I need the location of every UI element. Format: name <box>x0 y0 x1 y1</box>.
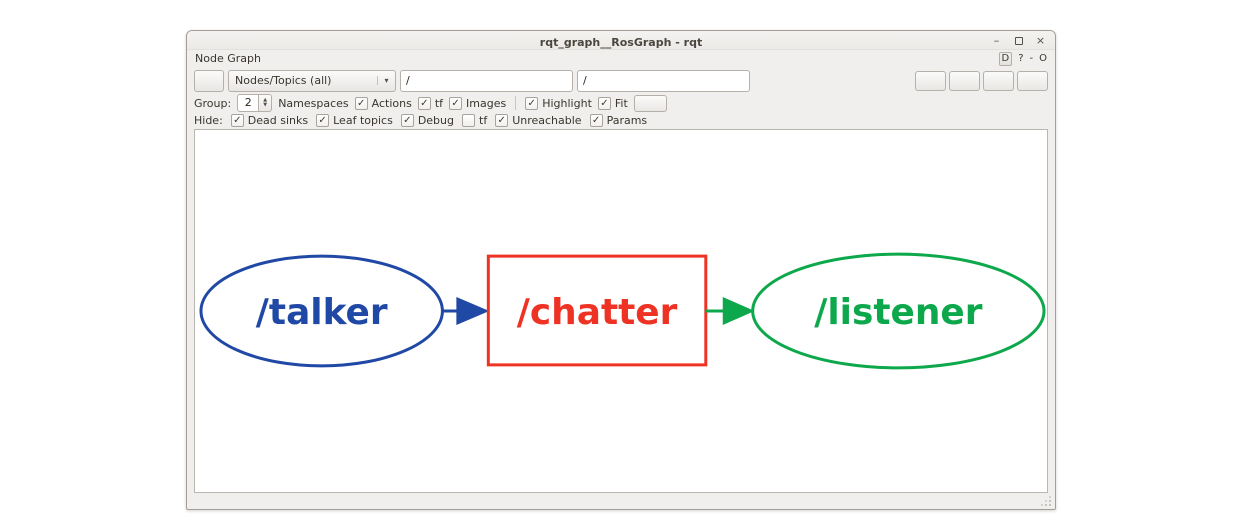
topic-filter-input[interactable] <box>577 69 750 92</box>
separator <box>515 96 517 110</box>
hide-row: Hide: ✓ Dead sinks ✓ Leaf topics ✓ Debug… <box>187 112 1055 129</box>
checkbox-dead-sinks[interactable]: ✓ Dead sinks <box>230 114 309 127</box>
graph-canvas[interactable]: /talker /chatter /listener <box>194 129 1048 493</box>
node-listener-shape[interactable] <box>751 252 1046 370</box>
window-controls: – × <box>990 31 1047 50</box>
checkbox-label: Highlight <box>542 96 592 110</box>
graph-type-selected-value: Nodes/Topics (all) <box>235 74 332 87</box>
rqt-window: rqt_graph__RosGraph - rqt – × Node Graph… <box>186 30 1056 510</box>
checkbox-indicator: ✓ <box>589 114 603 127</box>
checkbox-indicator: ✓ <box>316 114 330 127</box>
dock-minimize-button[interactable]: - <box>1029 52 1034 64</box>
checkbox-label: Unreachable <box>512 114 582 127</box>
checkbox-label: Actions <box>371 96 412 110</box>
spin-down-icon[interactable]: ▼ <box>263 102 268 108</box>
dock-help-button[interactable]: ? <box>1018 52 1024 64</box>
node-talker-label: /talker <box>256 292 388 333</box>
checkbox-params[interactable]: ✓ Params <box>589 114 648 127</box>
checkbox-actions[interactable]: ✓ Actions <box>354 96 412 110</box>
resize-grip-icon[interactable] <box>1042 497 1051 506</box>
checkbox-debug[interactable]: ✓ Debug <box>400 114 454 127</box>
group-spinbox[interactable]: 2 ▲ ▼ <box>237 94 273 112</box>
checkbox-indicator: ✓ <box>230 114 244 127</box>
spinner-arrows-icon[interactable]: ▲ ▼ <box>259 94 273 112</box>
checkbox-fit[interactable]: ✓ Fit <box>597 96 628 110</box>
toolbar-button-4[interactable] <box>1017 70 1048 91</box>
edge-talker-chatter-arrowhead-icon <box>456 297 490 325</box>
checkbox-images[interactable]: ✓ Images <box>449 96 507 110</box>
checkbox-indicator: ✓ <box>525 96 539 110</box>
fit-in-view-button[interactable] <box>633 94 667 112</box>
spin-up-icon[interactable]: ▲ <box>263 97 268 103</box>
checkbox-label: Debug <box>417 114 454 127</box>
toolbar-row: Nodes/Topics (all) ▾ <box>187 67 1055 94</box>
edge-chatter-listener-arrowhead-icon <box>722 297 755 325</box>
group-label: Group: <box>194 96 232 110</box>
minimize-icon[interactable]: – <box>993 34 1000 47</box>
graph-type-select[interactable]: Nodes/Topics (all) ▾ <box>228 69 396 92</box>
checkbox-indicator: ✓ <box>400 114 414 127</box>
title-bar[interactable]: rqt_graph__RosGraph - rqt – × <box>187 31 1055 50</box>
ros-node-graph: /talker /chatter /listener <box>199 252 1046 370</box>
checkbox-label: tf <box>479 114 488 127</box>
checkbox-leaf-topics[interactable]: ✓ Leaf topics <box>316 114 393 127</box>
checkbox-indicator: ✓ <box>449 96 463 110</box>
checkbox-label: tf <box>434 96 444 110</box>
node-chatter-label: /chatter <box>517 292 678 333</box>
dock-buttons: D ? - O <box>998 51 1047 66</box>
checkbox-unreachable[interactable]: ✓ Unreachable <box>495 114 582 127</box>
dock-settings-button[interactable]: D <box>998 51 1013 66</box>
dock-header: Node Graph D ? - O <box>187 50 1055 67</box>
dock-float-button[interactable]: O <box>1039 52 1047 64</box>
chevron-down-icon: ▾ <box>377 76 395 85</box>
dock-title: Node Graph <box>195 52 261 65</box>
checkbox-label: Leaf topics <box>333 114 393 127</box>
close-icon[interactable]: × <box>1035 34 1046 47</box>
checkbox-label: Dead sinks <box>247 114 309 127</box>
status-bar <box>187 493 1055 509</box>
toolbar-button-3[interactable] <box>983 70 1014 91</box>
maximize-icon[interactable] <box>1012 34 1025 47</box>
node-listener-label: /listener <box>814 292 983 333</box>
toolbar-button-1[interactable] <box>915 70 946 91</box>
checkbox-indicator: ✓ <box>417 96 431 110</box>
options-row: Group: 2 ▲ ▼ Namespaces ✓ Actions ✓ tf ✓… <box>187 94 1055 112</box>
maximize-box-glyph <box>1014 36 1023 45</box>
checkbox-indicator: ✓ <box>597 96 611 110</box>
hide-label: Hide: <box>194 114 223 127</box>
checkbox-label: Images <box>466 96 507 110</box>
window-title: rqt_graph__RosGraph - rqt <box>539 36 703 49</box>
namespaces-checkbox-label[interactable]: Namespaces <box>278 96 349 110</box>
toolbar-right-buttons <box>915 70 1048 91</box>
checkbox-highlight[interactable]: ✓ Highlight <box>525 96 592 110</box>
toolbar-button-2[interactable] <box>949 70 980 91</box>
group-value: 2 <box>237 94 260 112</box>
refresh-graph-button[interactable] <box>194 69 224 92</box>
checkbox-label: Fit <box>614 96 628 110</box>
checkbox-indicator: ✓ <box>354 96 368 110</box>
checkbox-tf-show[interactable]: ✓ tf <box>417 96 444 110</box>
checkbox-indicator: ✓ <box>495 114 509 127</box>
checkbox-tf-hide[interactable]: tf <box>462 114 487 127</box>
namespace-filter-input[interactable] <box>400 69 573 92</box>
checkbox-label: Params <box>606 114 648 127</box>
node-talker-shape[interactable] <box>199 254 444 368</box>
checkbox-indicator <box>462 114 475 127</box>
